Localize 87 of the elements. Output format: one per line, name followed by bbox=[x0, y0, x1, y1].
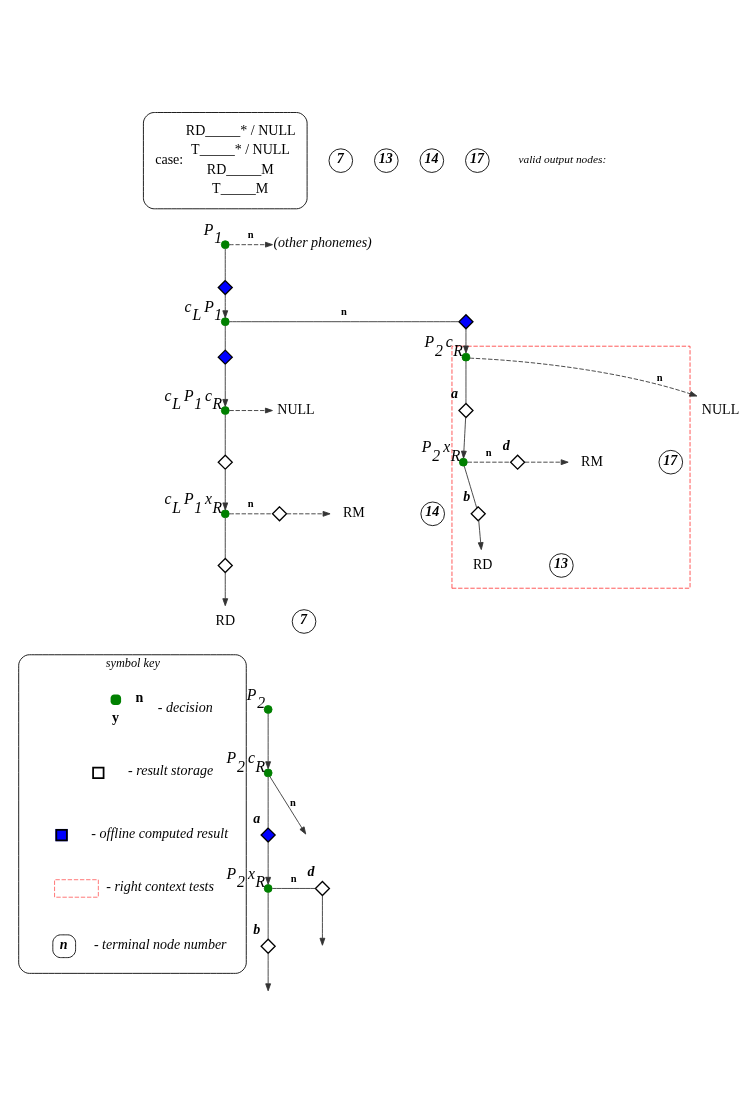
arrow bbox=[265, 841, 272, 885]
node-circle: 14 bbox=[419, 148, 445, 173]
node-diamond bbox=[509, 454, 526, 471]
legend-label: - decision bbox=[157, 700, 213, 716]
node-diamond bbox=[260, 827, 277, 843]
node-circle bbox=[220, 509, 230, 519]
arrow bbox=[269, 776, 307, 835]
connector bbox=[267, 892, 269, 940]
arrow bbox=[222, 469, 229, 511]
node-label: d bbox=[307, 864, 315, 880]
node-circle bbox=[263, 768, 273, 778]
label: valid output nodes: bbox=[518, 152, 607, 165]
node-circle: 7 bbox=[328, 148, 354, 173]
node-circle: 17 bbox=[465, 148, 490, 173]
legend-label: - right context tests bbox=[106, 878, 214, 894]
node-circle bbox=[220, 240, 230, 250]
node-circle: 13 bbox=[549, 553, 574, 578]
connector bbox=[224, 325, 226, 351]
arrow bbox=[319, 895, 326, 946]
connector bbox=[229, 321, 460, 323]
arrow bbox=[222, 363, 229, 407]
connector bbox=[224, 517, 226, 559]
connector bbox=[465, 360, 467, 404]
node-diamond bbox=[458, 402, 474, 419]
node-diamond bbox=[271, 505, 288, 522]
node-label: b bbox=[253, 921, 261, 937]
arrow bbox=[477, 520, 484, 551]
arrow bbox=[222, 294, 229, 319]
connector bbox=[463, 465, 478, 509]
arrow bbox=[229, 407, 273, 414]
node-diamond bbox=[217, 557, 234, 574]
node-circle: 7 bbox=[291, 609, 317, 634]
node-diamond bbox=[470, 505, 487, 522]
connector bbox=[271, 888, 316, 889]
connector bbox=[467, 461, 511, 463]
node-diamond bbox=[217, 454, 234, 471]
connector bbox=[224, 414, 226, 456]
node-diamond bbox=[314, 880, 331, 897]
node-text: RM bbox=[342, 505, 365, 521]
arrow bbox=[222, 572, 229, 607]
node-label: d bbox=[502, 437, 510, 453]
node-diamond bbox=[260, 938, 277, 955]
edge-label: n bbox=[485, 446, 492, 458]
node-text: RM bbox=[581, 453, 603, 469]
node-diamond bbox=[458, 313, 474, 330]
node-circle bbox=[461, 352, 471, 362]
node-circle: 13 bbox=[374, 148, 399, 173]
legend-label: - result storage bbox=[128, 763, 214, 779]
edge-label: n bbox=[247, 229, 254, 241]
connector bbox=[229, 513, 273, 515]
node-diamond bbox=[217, 349, 234, 366]
arrow bbox=[469, 357, 698, 397]
node-circle: 17 bbox=[658, 449, 684, 475]
label: y bbox=[111, 710, 119, 726]
edge-label: n bbox=[247, 498, 254, 510]
node-text: (other phonemes) bbox=[273, 235, 372, 251]
node-text: NULL bbox=[277, 401, 315, 417]
label: n bbox=[59, 936, 68, 952]
node-circle bbox=[263, 884, 273, 893]
node-text: NULL bbox=[701, 401, 740, 417]
arrow bbox=[463, 328, 469, 354]
node-diamond bbox=[217, 279, 234, 296]
node-circle bbox=[263, 705, 273, 714]
legend-label: - terminal node number bbox=[93, 936, 227, 952]
arrow bbox=[524, 459, 569, 466]
arrow bbox=[461, 417, 467, 459]
arrow bbox=[265, 953, 272, 992]
edge-label: n bbox=[290, 872, 297, 884]
connector bbox=[224, 248, 226, 281]
node-circle bbox=[220, 406, 230, 415]
node-label: a bbox=[253, 810, 261, 826]
edge-label: n bbox=[656, 372, 663, 384]
node-circle: 14 bbox=[420, 501, 445, 527]
node-circle bbox=[220, 317, 230, 327]
arrow bbox=[286, 510, 331, 517]
connector bbox=[267, 776, 269, 829]
node-text: RD bbox=[215, 612, 236, 628]
node-circle bbox=[458, 457, 468, 467]
node-text: RD bbox=[472, 556, 493, 572]
node-label: a bbox=[451, 386, 459, 402]
arrow bbox=[265, 713, 272, 770]
legend-label: - offline computed result bbox=[91, 825, 229, 841]
edge-label: n bbox=[341, 306, 347, 318]
node-label: b bbox=[463, 489, 471, 505]
arrow bbox=[229, 241, 273, 248]
label: n bbox=[135, 690, 144, 706]
edge-label: n bbox=[290, 796, 296, 808]
